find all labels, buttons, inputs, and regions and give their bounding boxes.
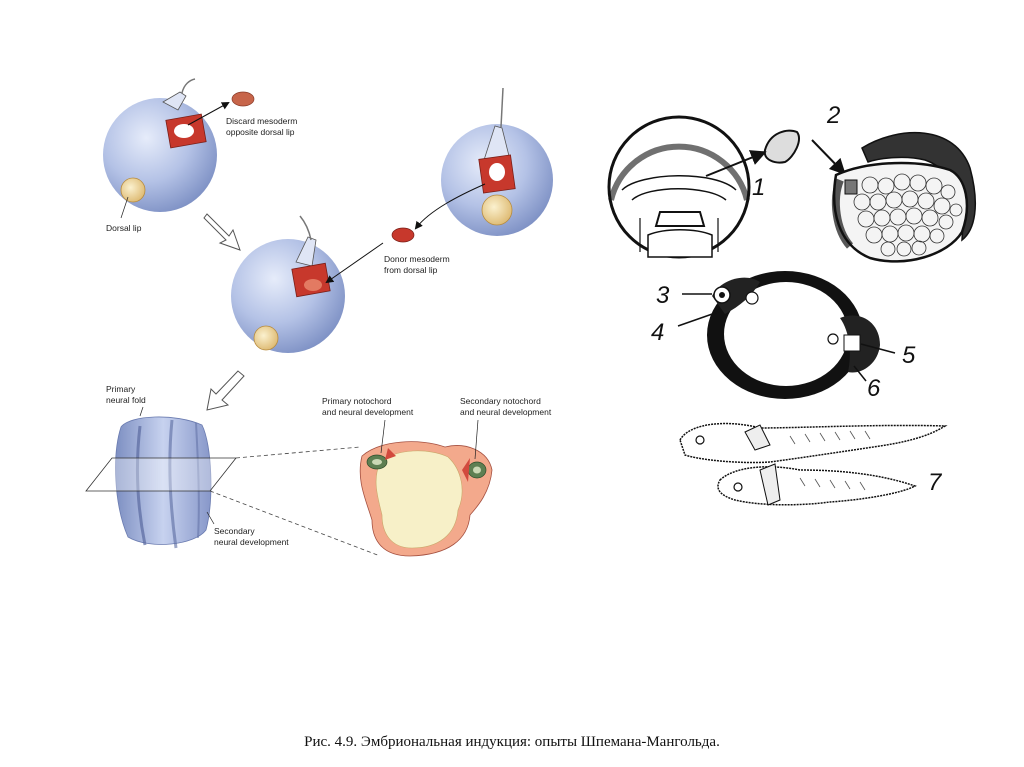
- label-number-1: 1: [752, 174, 765, 201]
- recipient-embryo-sphere: [231, 215, 345, 353]
- discard-arrow: [187, 102, 230, 126]
- label-number-2: 2: [826, 102, 840, 129]
- section-plane: [85, 457, 237, 492]
- host-embryo-sphere: [103, 78, 217, 212]
- transplant-piece: [763, 129, 800, 164]
- secondary-notochord-label-line2: and neural development: [460, 407, 552, 417]
- dorsal-lip-leader: [120, 196, 129, 219]
- figure-caption: Рис. 4.9. Эмбриональная индукция: опыты …: [304, 734, 720, 750]
- discarded-mesoderm-piece: [231, 91, 255, 107]
- label-number-5: 5: [902, 342, 916, 369]
- projection-line-top: [235, 446, 361, 459]
- pointer-6: [853, 365, 867, 382]
- label-number-7: 7: [928, 469, 943, 496]
- discard-label-line1: Discard mesoderm: [226, 116, 297, 126]
- transplant-arrow-2: [811, 139, 846, 175]
- twin-larvae-drawing: [679, 422, 948, 506]
- neurula-embryo: [115, 416, 212, 549]
- dorsal-lip-label: Dorsal lip: [106, 223, 142, 233]
- graft-arrow: [325, 242, 384, 284]
- label-number-3: 3: [656, 282, 670, 309]
- pointer-4: [677, 311, 719, 327]
- secondary-notochord-label-line1: Secondary notochord: [460, 396, 541, 406]
- donor-arrow: [414, 183, 486, 230]
- cross-section: [359, 441, 493, 557]
- primary-fold-label-line2: neural fold: [106, 395, 146, 405]
- primary-fold-label-line1: Primary: [106, 384, 136, 394]
- primary-notochord-leader: [380, 419, 386, 454]
- primary-fold-leader: [139, 406, 144, 417]
- secondary-dev-label-line1: Secondary: [214, 526, 255, 536]
- donor-label-line1: Donor mesoderm: [384, 254, 450, 264]
- pointer-5: [860, 343, 896, 354]
- secondary-dev-leader: [206, 511, 215, 525]
- gastrula-donor-drawing: [607, 115, 751, 259]
- donor-embryo-sphere: [441, 87, 553, 236]
- secondary-notochord-leader: [474, 419, 479, 460]
- step-arrow-2: [206, 370, 245, 411]
- donor-mesoderm-piece: [391, 227, 415, 243]
- step-arrow-1: [203, 213, 241, 251]
- gastrula-recipient-drawing: [831, 132, 977, 263]
- primary-notochord-label-line2: and neural development: [322, 407, 414, 417]
- transplant-arrow-1: [705, 150, 767, 177]
- discard-label-line2: opposite dorsal lip: [226, 127, 295, 137]
- neurula-section-drawing: [707, 271, 880, 399]
- label-number-6: 6: [867, 375, 881, 402]
- projection-line-bottom: [209, 490, 381, 557]
- label-number-4: 4: [651, 319, 664, 346]
- primary-notochord-label-line1: Primary notochord: [322, 396, 392, 406]
- donor-label-line2: from dorsal lip: [384, 265, 438, 275]
- secondary-dev-label-line2: neural development: [214, 537, 289, 547]
